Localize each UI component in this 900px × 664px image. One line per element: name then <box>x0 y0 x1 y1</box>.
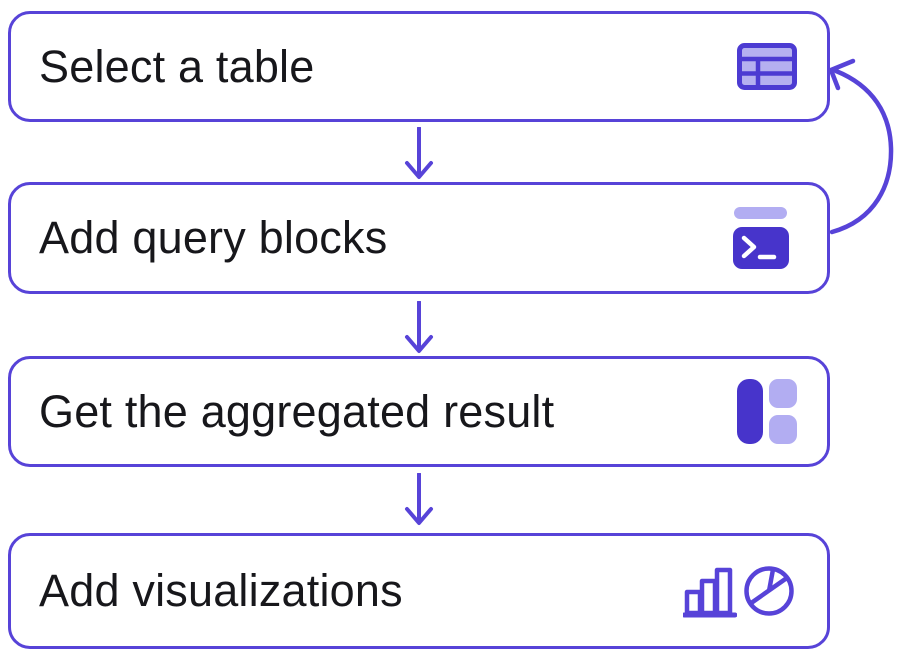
pie-chart-icon <box>744 566 794 616</box>
step-label: Add visualizations <box>39 565 403 616</box>
layout-blocks-icon <box>737 359 797 464</box>
step-box-add-query-blocks: Add query blocks <box>8 182 830 294</box>
terminal-icon <box>733 185 789 291</box>
down-arrow-icon <box>405 473 433 525</box>
bar-chart-icon <box>683 567 737 618</box>
down-arrow-icon <box>405 127 433 179</box>
step-label: Add query blocks <box>39 212 388 263</box>
step-label: Select a table <box>39 40 315 92</box>
table-icon <box>737 14 797 119</box>
loop-arrow <box>828 58 894 235</box>
step-box-select-a-table: Select a table <box>8 11 830 122</box>
step-box-add-visualizations: Add visualizations <box>8 533 830 649</box>
charts-icon-group <box>683 536 795 646</box>
down-arrow-icon <box>405 301 433 353</box>
step-label: Get the aggregated result <box>39 385 555 437</box>
step-box-get-aggregated-result: Get the aggregated result <box>8 356 830 467</box>
